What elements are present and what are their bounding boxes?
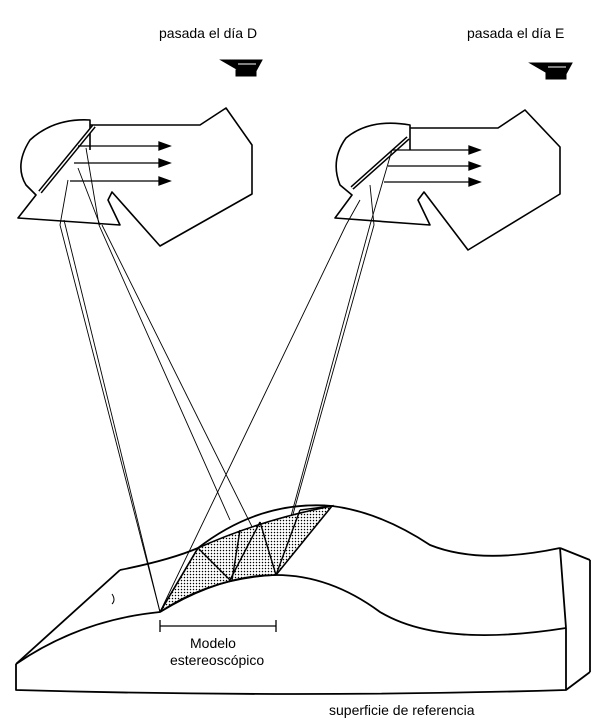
sensor-e-output-arrows	[384, 145, 482, 187]
terrain-top-front-edge	[15, 574, 567, 665]
reference-surface-block	[15, 504, 591, 695]
sensor-d-housing	[17, 107, 253, 247]
model-label-line2: estereoscópico	[170, 652, 265, 668]
reference-surface-label: superficie de referencia	[329, 702, 475, 718]
model-label-line1: Modelo	[190, 635, 236, 651]
pass-e-label: pasada el día E	[467, 25, 565, 41]
sensor-e	[334, 109, 561, 251]
sensor-d	[17, 107, 253, 247]
sensor-d-output-arrows	[70, 141, 172, 186]
pass-d-label: pasada el día D	[159, 25, 258, 41]
model-bracket	[159, 620, 277, 632]
satellite-icon-d	[219, 59, 263, 77]
sensor-e-rays	[159, 149, 393, 613]
overlap-ray-crossings	[159, 505, 333, 613]
satellite-icon-e	[528, 62, 573, 80]
sensor-d-rays	[59, 147, 277, 613]
terrain-back-edge	[119, 504, 561, 571]
sensor-e-housing	[334, 109, 561, 251]
block-front-face	[15, 628, 567, 695]
